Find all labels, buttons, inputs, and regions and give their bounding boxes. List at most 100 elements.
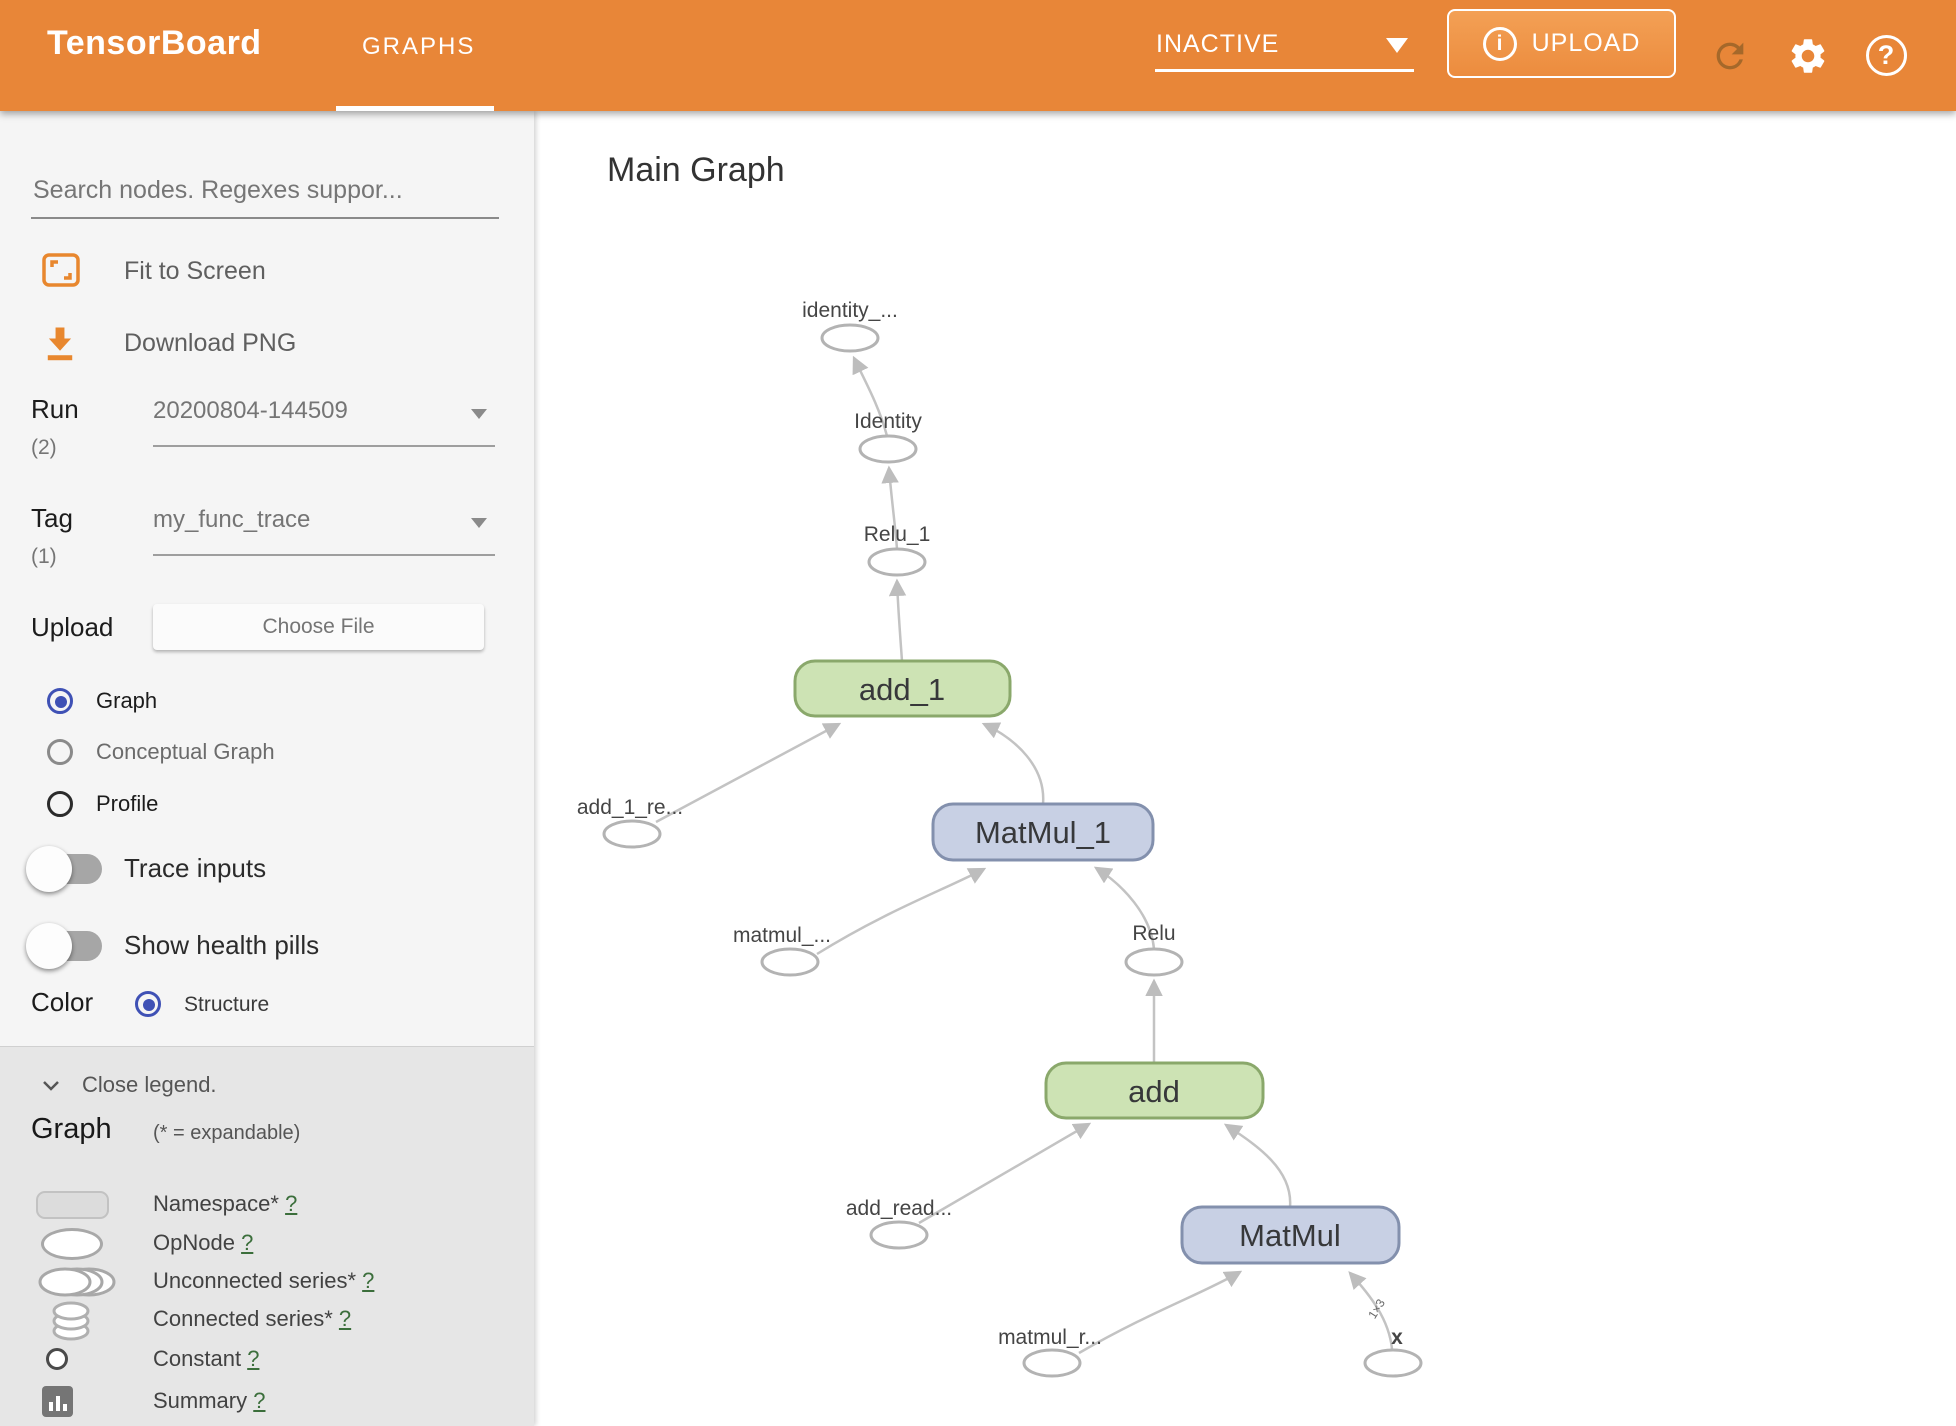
node-identity_[interactable]: identity_... (802, 299, 898, 353)
svg-text:x: x (1391, 1326, 1403, 1349)
reload-button[interactable] (1706, 0, 1754, 111)
connected-series-icon (52, 1301, 90, 1341)
radio-selected-icon (47, 688, 73, 714)
chevron-down-icon (43, 1081, 59, 1091)
summary-icon (42, 1386, 73, 1417)
legend-subtitle: (* = expandable) (153, 1122, 301, 1144)
namespace-rect-nodes: add_1 MatMul_1 add MatMul (793, 659, 1401, 1265)
help-link[interactable]: ? (338, 1306, 352, 1331)
toggle-knob (26, 923, 72, 969)
header-bar: TensorBoard GRAPHS INACTIVE i UPLOAD ? (0, 0, 1956, 111)
run-label: Run (31, 394, 79, 424)
edge-add_1_re-to-add_1 (655, 722, 842, 824)
opnode-icon (41, 1228, 103, 1260)
edge-matmul_r-to-MatMul (1078, 1270, 1243, 1355)
run-select[interactable]: 20200804-144509 (153, 397, 495, 447)
edge-MatMul_1-to-add_1 (981, 722, 1045, 805)
tag-count: (1) (31, 545, 57, 568)
status-dropdown[interactable]: INACTIVE (1155, 28, 1415, 74)
radio-conceptual-graph[interactable]: Conceptual Graph (0, 739, 534, 779)
help-link[interactable]: ? (241, 1230, 254, 1255)
namespace-icon (36, 1191, 109, 1219)
constant-icon (46, 1348, 68, 1370)
trace-inputs-toggle[interactable]: Trace inputs (0, 846, 534, 896)
legend-row-namespace: Namespace* ? (0, 1191, 534, 1231)
edge-add_read-to-add (918, 1122, 1092, 1225)
help-link[interactable]: ? (362, 1268, 375, 1293)
radio-unselected-icon (47, 791, 73, 817)
legend-label: OpNode ? (153, 1230, 254, 1255)
dropdown-underline (1155, 69, 1414, 72)
legend-label: Connected series* ? (153, 1306, 352, 1331)
choose-file-button[interactable]: Choose File (153, 604, 484, 650)
node-MatMul_1[interactable]: MatMul_1 (931, 802, 1155, 862)
edge-Identity-to-identity_ (852, 355, 889, 437)
help-link[interactable]: ? (285, 1191, 298, 1216)
chevron-down-icon (1386, 38, 1408, 53)
node-Relu_1[interactable]: Relu_1 (864, 523, 931, 577)
legend-row-opnode: OpNode ? (0, 1228, 534, 1270)
upload-button[interactable]: i UPLOAD (1447, 9, 1676, 78)
help-link[interactable]: ? (247, 1346, 260, 1371)
legend-panel: Close legend. Graph (* = expandable) Nam… (0, 1046, 534, 1426)
download-png-button[interactable]: Download PNG (0, 319, 534, 375)
graph-canvas: Main Graph 1×3 (534, 111, 1956, 1426)
chevron-down-icon (471, 409, 487, 419)
node-MatMul[interactable]: MatMul (1180, 1205, 1401, 1265)
radio-structure[interactable]: Structure (88, 991, 388, 1031)
unconnected-series-icon (38, 1267, 116, 1297)
svg-text:Relu_1: Relu_1 (864, 523, 931, 546)
legend-label: Unconnected series* ? (153, 1268, 375, 1293)
svg-text:matmul_r...: matmul_r... (998, 1326, 1102, 1349)
settings-button[interactable] (1784, 0, 1832, 111)
fit-to-screen-label: Fit to Screen (124, 257, 266, 285)
radio-profile-label: Profile (96, 791, 159, 816)
svg-text:matmul_...: matmul_... (733, 924, 831, 947)
radio-graph[interactable]: Graph (0, 688, 534, 728)
dataflow-graph: 1×3 identity_... Identity Relu_1 add_1_r… (577, 299, 1423, 1378)
node-matmul_r[interactable]: matmul_r... (998, 1326, 1102, 1378)
tag-label: Tag (31, 503, 73, 533)
svg-text:Identity: Identity (854, 410, 922, 433)
help-link[interactable]: ? (253, 1388, 266, 1413)
legend-row-constant: Constant ? (0, 1346, 534, 1386)
edge-add_1-to-Relu_1 (888, 578, 907, 662)
sidebar: Fit to Screen Download PNG Run (2) 20200… (0, 111, 534, 1426)
node-add_read[interactable]: add_read... (846, 1197, 952, 1250)
node-add_1[interactable]: add_1 (793, 659, 1012, 718)
chevron-down-icon (471, 518, 487, 528)
radio-conceptual-graph-label: Conceptual Graph (96, 739, 275, 764)
tag-select-value: my_func_trace (153, 506, 311, 533)
svg-text:MatMul: MatMul (1239, 1218, 1341, 1253)
search-input[interactable] (31, 163, 499, 219)
close-legend-button[interactable]: Close legend. (42, 1072, 342, 1102)
node-Relu[interactable]: Relu (1124, 922, 1184, 977)
help-button[interactable]: ? (1862, 0, 1910, 111)
svg-text:add_1: add_1 (859, 672, 945, 707)
refresh-icon (1716, 42, 1744, 69)
node-add_1_re[interactable]: add_1_re... (577, 796, 683, 849)
svg-text:MatMul_1: MatMul_1 (975, 815, 1111, 850)
radio-graph-label: Graph (96, 688, 158, 713)
node-matmul_[interactable]: matmul_... (733, 924, 831, 977)
run-select-value: 20200804-144509 (153, 397, 348, 424)
radio-structure-label: Structure (184, 993, 270, 1016)
node-x[interactable]: x (1363, 1326, 1423, 1378)
select-underline (153, 445, 495, 447)
fit-to-screen-button[interactable]: Fit to Screen (0, 247, 534, 303)
tag-select[interactable]: my_func_trace (153, 506, 495, 556)
svg-text:identity_...: identity_... (802, 299, 898, 322)
fit-to-screen-icon (42, 253, 80, 287)
node-add[interactable]: add (1044, 1061, 1265, 1120)
svg-text:add: add (1128, 1074, 1180, 1109)
legend-row-unconnected-series: Unconnected series* ? (0, 1267, 534, 1308)
tab-graphs[interactable]: GRAPHS (362, 33, 476, 60)
radio-profile[interactable]: Profile (0, 791, 534, 831)
graph-edges (655, 355, 1394, 1355)
node-Identity[interactable]: Identity (854, 410, 922, 464)
legend-title: Graph (31, 1113, 112, 1145)
show-health-pills-label: Show health pills (124, 930, 320, 960)
edge-shape-label: 1×3 (1365, 1296, 1388, 1321)
show-health-pills-toggle[interactable]: Show health pills (0, 923, 534, 973)
